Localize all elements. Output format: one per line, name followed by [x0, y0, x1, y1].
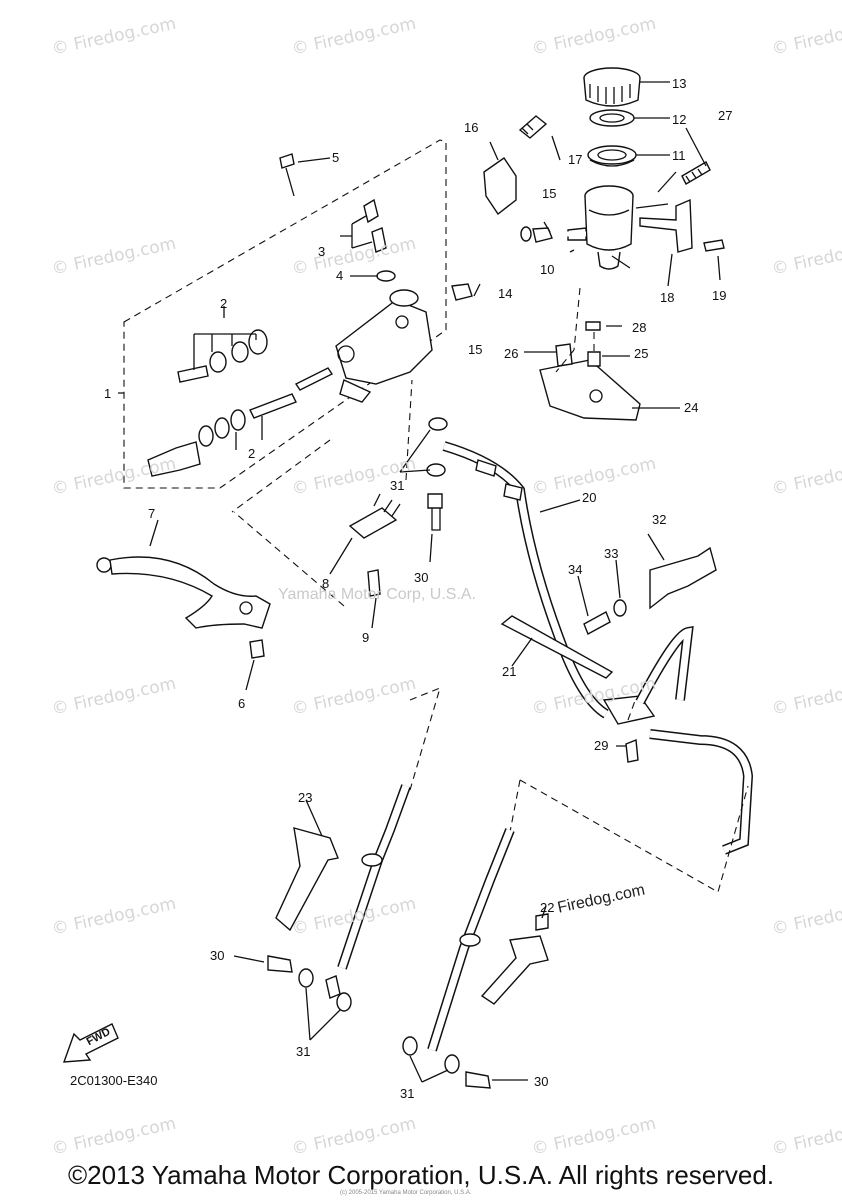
hose-clamp-upper	[532, 227, 553, 243]
callout-32: 32	[652, 512, 667, 527]
diaphragm	[587, 145, 637, 167]
callout-19: 19	[712, 288, 727, 303]
callout-34: 34	[568, 562, 583, 577]
washer-31-f	[444, 1054, 460, 1074]
callout-13: 13	[672, 76, 687, 91]
diagram-code: 2C01300-E340	[70, 1073, 158, 1088]
center-watermark: Yamaha Motor Corp, U.S.A.	[278, 586, 476, 603]
union-bolt-30-left	[267, 955, 293, 973]
collar-25	[587, 351, 601, 367]
callout-27: 27	[718, 108, 733, 123]
reservoir-stay	[539, 359, 641, 421]
bolt-27	[681, 161, 711, 185]
reservoir-band-32	[649, 546, 717, 610]
bleeder-cap	[376, 270, 396, 282]
callout-15: 15	[468, 342, 483, 357]
reservoir-tank	[567, 185, 634, 270]
nut-6	[249, 639, 265, 659]
callout-30: 30	[210, 948, 225, 963]
bolt-28	[585, 321, 601, 331]
washer-31-d	[336, 992, 352, 1012]
bolt-22	[535, 913, 549, 931]
callout-10: 10	[540, 262, 555, 277]
screw-9	[367, 569, 381, 597]
callout-24: 24	[684, 400, 699, 415]
callout-28: 28	[632, 320, 647, 335]
collar-33	[613, 599, 627, 617]
callout-14: 14	[498, 286, 513, 301]
callout-7: 7	[148, 506, 156, 521]
brake-hose	[442, 441, 609, 719]
leader-lines	[118, 127, 721, 450]
callout-12: 12	[672, 112, 687, 127]
callout-2: 2	[220, 296, 228, 311]
callout-29: 29	[594, 738, 609, 753]
callout-25: 25	[634, 346, 649, 361]
callout-18: 18	[660, 290, 675, 305]
reservoir-cap	[583, 67, 641, 107]
master-cylinder-body	[335, 289, 433, 403]
hose-guide-23	[275, 827, 339, 932]
callout-31: 31	[400, 1086, 415, 1101]
callout-4: 4	[336, 268, 344, 283]
hose-clamp-lower	[451, 283, 473, 301]
callout-17: 17	[568, 152, 583, 167]
copyright-notice: ©2013 Yamaha Motor Corporation, U.S.A. A…	[67, 1160, 775, 1190]
bleeder-screw	[363, 198, 387, 253]
callout-30: 30	[414, 570, 429, 585]
bolt-34	[583, 611, 611, 635]
union-bolt-30-right	[465, 1071, 491, 1089]
master-cylinder-assembly-outline	[123, 139, 447, 489]
callout-1: 1	[104, 386, 112, 401]
callout-6: 6	[238, 696, 246, 711]
bolt-17	[518, 115, 548, 139]
fine-print: (c) 2005-2015 Yamaha Motor Corporation, …	[340, 1190, 472, 1196]
callout-16: 16	[464, 120, 479, 135]
brake-lever	[96, 556, 271, 629]
hose-guide-22	[480, 935, 549, 1005]
cable-tie	[500, 615, 614, 679]
callout-15: 15	[542, 186, 557, 201]
callout-8: 8	[322, 576, 330, 591]
lower-hose-right	[427, 828, 515, 1052]
bolt-5	[279, 153, 295, 197]
callout-3: 3	[318, 244, 326, 259]
callout-26: 26	[504, 346, 519, 361]
callout-21: 21	[502, 664, 517, 679]
washer-31-e	[402, 1036, 418, 1056]
callout-5: 5	[332, 150, 340, 165]
lower-hose-left	[325, 784, 411, 999]
washer-31-c	[298, 968, 314, 988]
piston-kit-upper	[177, 329, 268, 383]
callout-11: 11	[672, 148, 686, 163]
callout-31: 31	[390, 478, 405, 493]
washer-31-a	[428, 417, 448, 431]
callout-leaders	[149, 81, 680, 1083]
hose-end	[520, 226, 532, 242]
callout-33: 33	[604, 546, 619, 561]
bolt-29	[625, 739, 639, 763]
callout-9: 9	[362, 630, 370, 645]
fwd-arrow-icon	[62, 1023, 119, 1063]
callout-2: 2	[248, 446, 256, 461]
hose-joint	[602, 625, 754, 855]
stay-routing	[555, 287, 595, 373]
callout-23: 23	[298, 790, 313, 805]
callout-20: 20	[582, 490, 597, 505]
routing-lines	[231, 379, 749, 893]
callout-30: 30	[534, 1074, 549, 1089]
master-cylinder-holder	[483, 157, 517, 216]
union-bolt-30	[427, 493, 443, 531]
brake-switch	[348, 493, 401, 539]
piston-kit-lower	[147, 367, 334, 477]
bolt-19	[703, 239, 725, 252]
callout-31: 31	[296, 1044, 311, 1059]
diaphragm-plate	[589, 109, 635, 127]
callout-22: 22	[540, 900, 555, 915]
reservoir-bracket	[639, 198, 693, 253]
bracket-26	[555, 343, 573, 367]
